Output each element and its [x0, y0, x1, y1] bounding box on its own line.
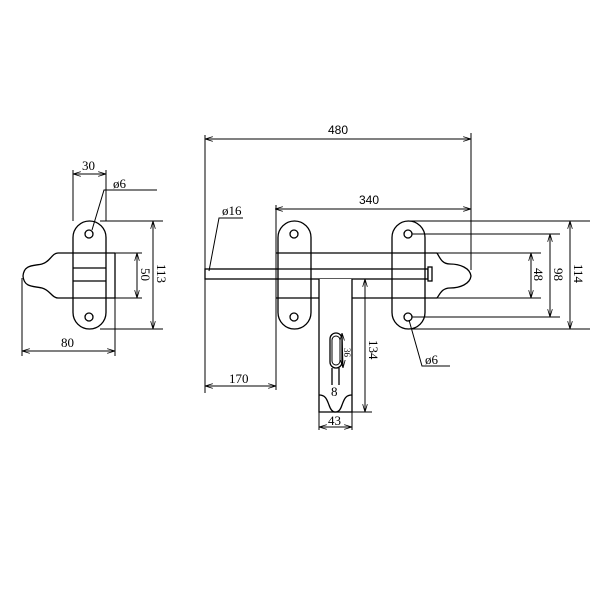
side-handle-shape	[22, 252, 59, 299]
dim-side-band: 50	[138, 268, 153, 281]
dim-offset: 170	[229, 371, 249, 386]
dim-overall-length: 480	[328, 123, 348, 137]
dim-slot-width: 8	[331, 384, 338, 399]
keeper-plate-left	[277, 220, 312, 330]
dim-front-hole: ø6	[425, 352, 439, 367]
dim-plate-height: 114	[571, 264, 586, 284]
side-hole-bottom	[84, 312, 94, 322]
dim-hole-spacing: 98	[551, 268, 566, 281]
dim-side-hole: ø6	[113, 176, 127, 191]
hole-icon	[289, 229, 299, 239]
front-view: 480 340 ø16 170 134 43 36 8 48	[204, 123, 590, 430]
dim-bar-diameter: ø16	[222, 203, 242, 218]
hole-icon	[289, 312, 299, 322]
dim-side-depth: 80	[61, 335, 74, 350]
side-hole-top	[84, 229, 94, 239]
dim-side-height: 113	[154, 264, 169, 283]
dim-handle-width: 43	[328, 413, 341, 428]
dim-band: 48	[531, 268, 546, 281]
dim-slot-length: 36	[342, 348, 352, 358]
dim-keeper-span: 340	[359, 193, 379, 207]
side-view: 30 ø6 50 113 80	[21, 158, 169, 356]
side-mounting-plate	[72, 220, 107, 330]
dim-side-width: 30	[82, 158, 95, 173]
front-handle-shape	[436, 252, 472, 299]
dim-handle-length: 134	[366, 340, 381, 360]
